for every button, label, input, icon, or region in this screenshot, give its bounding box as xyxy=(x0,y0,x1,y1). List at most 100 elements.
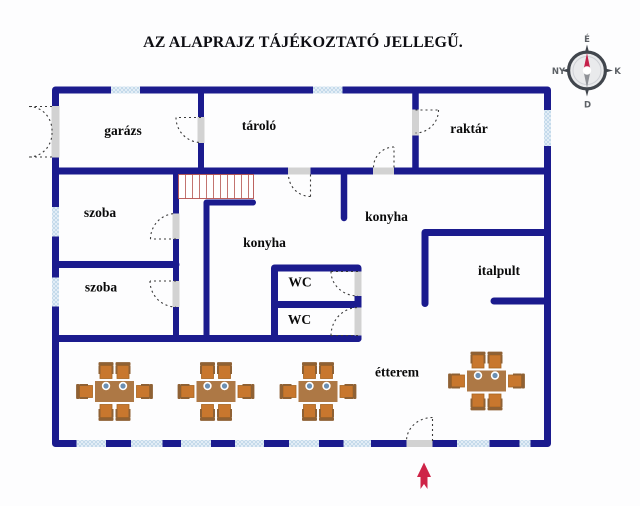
chair-seat xyxy=(201,365,214,379)
chair-seat xyxy=(488,393,502,408)
chair-rail xyxy=(483,355,486,364)
chair-back xyxy=(149,384,153,399)
window-bottom-4 xyxy=(235,440,264,447)
chair-seat xyxy=(116,365,130,379)
chair xyxy=(237,384,255,399)
chair-rail xyxy=(319,365,321,374)
chair-rail xyxy=(128,409,131,418)
door-swing-garage-storage xyxy=(175,116,202,144)
chair-seat xyxy=(116,404,130,418)
chair-seat xyxy=(303,404,316,418)
chair-seat xyxy=(471,354,485,369)
chair-rail xyxy=(451,373,460,376)
door-swing-bedroom-top xyxy=(149,212,177,240)
label-bar: italpult xyxy=(478,263,521,278)
chair-rail xyxy=(315,365,317,374)
chair-back xyxy=(177,384,181,399)
chair xyxy=(217,362,232,379)
window-top-storage xyxy=(313,86,343,94)
chair-back xyxy=(98,417,114,421)
chair-seat xyxy=(201,404,214,418)
entrance-arrow xyxy=(417,462,431,489)
plate-inner xyxy=(120,383,126,389)
chair-rail xyxy=(200,409,202,418)
label-kitchen-small: konyha xyxy=(365,209,408,224)
chair-seat xyxy=(320,404,333,418)
compass-label-north: É xyxy=(584,33,590,45)
chair-rail xyxy=(513,386,522,389)
door-gap-kitchen xyxy=(288,167,311,175)
chair-back xyxy=(302,362,317,366)
chair-rail xyxy=(487,398,490,407)
chair-seat xyxy=(218,404,231,418)
chair-rail xyxy=(98,365,101,374)
window-bottom-7 xyxy=(457,440,490,447)
window-right-stockroom xyxy=(544,110,551,146)
chair-rail xyxy=(79,384,88,386)
door-gap-garage-storage xyxy=(197,117,205,143)
chair xyxy=(76,384,93,399)
room-labels: garázs tároló raktár szoba szoba konyha … xyxy=(84,118,521,380)
chair-seat xyxy=(180,385,195,398)
chair-rail xyxy=(128,365,131,374)
chair-back xyxy=(521,373,525,389)
chair-back xyxy=(217,417,232,421)
stairs-treads xyxy=(185,174,249,199)
chair-back xyxy=(76,384,80,399)
chair xyxy=(115,362,131,379)
chair-seat xyxy=(237,385,252,398)
chair-back xyxy=(251,384,255,399)
compass-needle-south xyxy=(583,70,591,88)
chair-rail xyxy=(500,355,503,364)
chair-seat xyxy=(508,374,522,388)
chair-rail xyxy=(111,409,114,418)
compass-label-south: D xyxy=(584,101,591,111)
label-garage: garázs xyxy=(104,123,142,138)
chair-seat xyxy=(451,374,465,388)
window-bottom-8 xyxy=(519,440,531,447)
label-wc-top: WC xyxy=(288,275,311,290)
chair-seat xyxy=(99,365,113,379)
door-gaps xyxy=(51,106,433,447)
chair xyxy=(177,384,195,399)
door-swing-kitchen xyxy=(287,174,312,198)
table-group xyxy=(448,351,525,411)
chair xyxy=(470,351,486,369)
chair-rail xyxy=(230,365,232,374)
chair-back xyxy=(115,362,131,366)
chair-rail xyxy=(513,373,522,376)
plan-title: AZ ALAPRAJZ TÁJÉKOZTATÓ JELLEGŰ. xyxy=(143,32,463,51)
door-gap-entrance xyxy=(406,440,433,447)
door-swing-garage-double-bottom xyxy=(28,132,53,158)
chair-rail xyxy=(500,398,503,407)
window-left-bedroom-bottom xyxy=(52,277,59,307)
plate-inner xyxy=(204,383,211,389)
chair-back xyxy=(487,351,503,355)
chair-back xyxy=(487,407,503,411)
chair-rail xyxy=(230,409,232,418)
label-bedroom-top: szoba xyxy=(84,205,117,220)
chair xyxy=(115,404,131,421)
table-group xyxy=(177,362,255,421)
chair xyxy=(279,384,297,399)
chair-rail xyxy=(213,409,215,418)
chair-rail xyxy=(302,365,304,374)
plate-inner xyxy=(475,372,481,379)
door-swing-wc-bottom xyxy=(330,306,359,337)
chair-seat xyxy=(282,385,297,398)
chair-back xyxy=(200,362,215,366)
chair xyxy=(217,404,232,421)
label-bedroom-bottom: szoba xyxy=(85,280,118,295)
chair xyxy=(448,373,465,389)
chair-back xyxy=(319,362,334,366)
chair-back xyxy=(448,373,452,389)
chair-rail xyxy=(302,409,304,418)
chair xyxy=(200,362,215,379)
plate-inner xyxy=(492,372,498,379)
chair xyxy=(319,404,334,421)
chair-rail xyxy=(344,384,353,386)
table-group xyxy=(279,362,357,421)
chair-rail xyxy=(141,397,150,399)
